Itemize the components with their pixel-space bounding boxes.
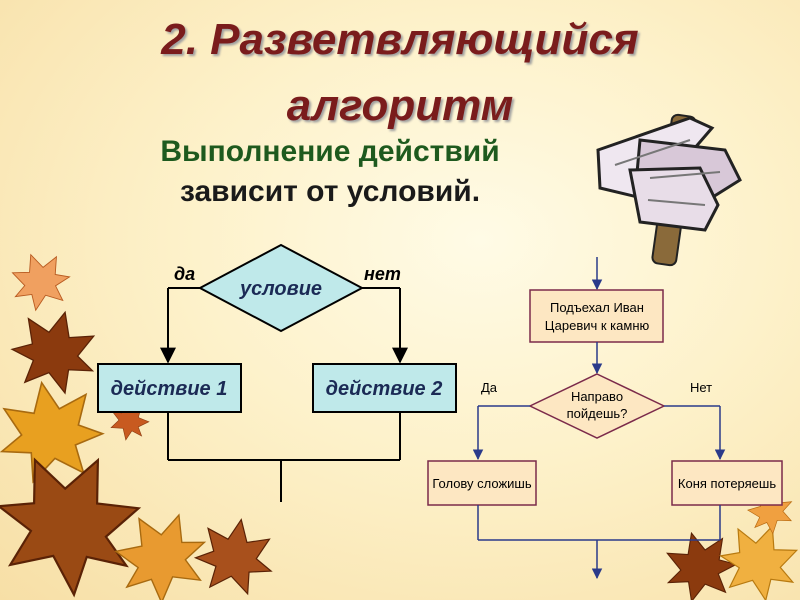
action2-box [312,363,457,413]
example-flowchart: Подъехал Иван Царевич к камню Направо по… [427,257,783,580]
example-condition-line2: пойдешь? [567,406,628,421]
condition-diamond [197,243,365,333]
subtitle-line1: Выполнение действий [160,135,500,168]
maple-leaf-icon [10,310,96,395]
action1-label: действие 1 [111,378,228,400]
maple-leaf-icon [11,253,71,312]
maple-leaf-icon [193,518,273,596]
example-no-label: Нет [690,380,712,395]
start-box [529,289,664,343]
maple-leaf-icon [666,531,738,600]
example-yes-action: Голову сложишь [432,476,532,491]
no-label: нет [364,264,401,284]
slide-title-line1: 2. Разветвляющийся [161,15,639,64]
action2-label: действие 2 [326,378,443,400]
example-condition-diamond [528,373,666,439]
yes-label: да [174,264,195,284]
maple-leaf-icon [0,457,142,598]
start-box-line2: Царевич к камню [545,318,650,333]
general-flowchart: условие да нет действие 1 действие 2 [97,243,457,502]
example-yes-box [427,460,537,506]
maple-leaf-icon [719,524,799,600]
example-yes-label: Да [481,380,498,395]
start-box-line1: Подъехал Иван [550,300,644,315]
condition-label: условие [239,278,322,300]
slide-title-line2: алгоритм [286,81,514,130]
maple-leaf-icon [0,380,105,484]
example-no-box [671,460,783,506]
subtitle-line2: зависит от условий. [179,175,481,208]
example-no-action: Коня потеряешь [678,476,776,491]
maple-leaf-icon [114,513,207,600]
example-condition-line1: Направо [571,389,623,404]
action1-box [97,363,242,413]
